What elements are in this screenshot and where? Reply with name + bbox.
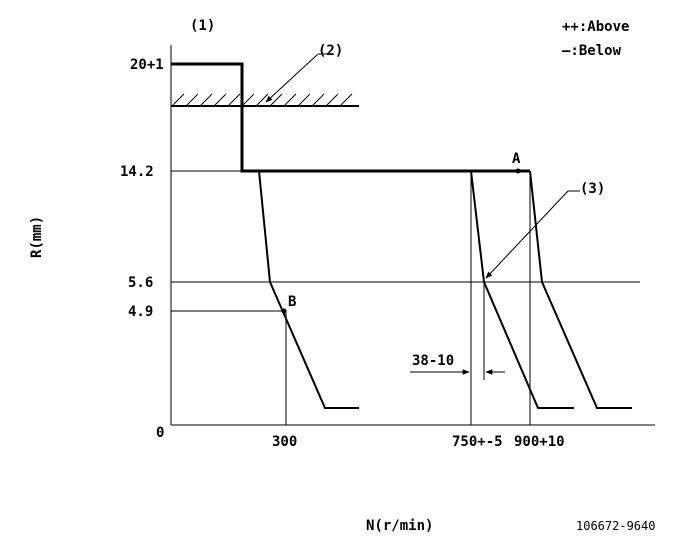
stopper-hatch [171,93,353,107]
x-tick-label-750: 750+-5 [452,434,503,450]
y-tick-label-14-2: 14.2 [120,164,154,180]
point-b-label: B [288,294,296,310]
x-tick-label-900: 900+10 [514,434,565,450]
idle-curve [258,170,359,409]
gap-label: 38-10 [412,353,454,369]
doc-number: 106672-9640 [576,519,655,533]
y-axis-title: R(mm) [29,216,45,258]
legend-below: —:Below [562,43,622,59]
main-curve [171,62,530,173]
legend-above: ++:Above [562,19,629,35]
y-tick-label-0: 0 [156,425,164,441]
leader-3 [485,190,569,279]
governor-curve-high [529,170,632,409]
ref-2-label: (2) [318,43,343,59]
y-tick-label-4-9: 4.9 [128,304,153,320]
point-a-label: A [512,151,521,167]
leader-2 [265,53,319,103]
y-tick-label-20: 20+1 [130,57,164,73]
governor-curve-low [470,170,574,409]
x-axis-title: N(r/min) [366,518,433,534]
ref-1-label: (1) [190,18,215,34]
point-b-marker [281,308,287,314]
y-tick-label-5-6: 5.6 [128,275,153,291]
point-a-marker [515,168,521,174]
x-tick-label-300: 300 [272,434,297,450]
ref-3-label: (3) [580,181,605,197]
